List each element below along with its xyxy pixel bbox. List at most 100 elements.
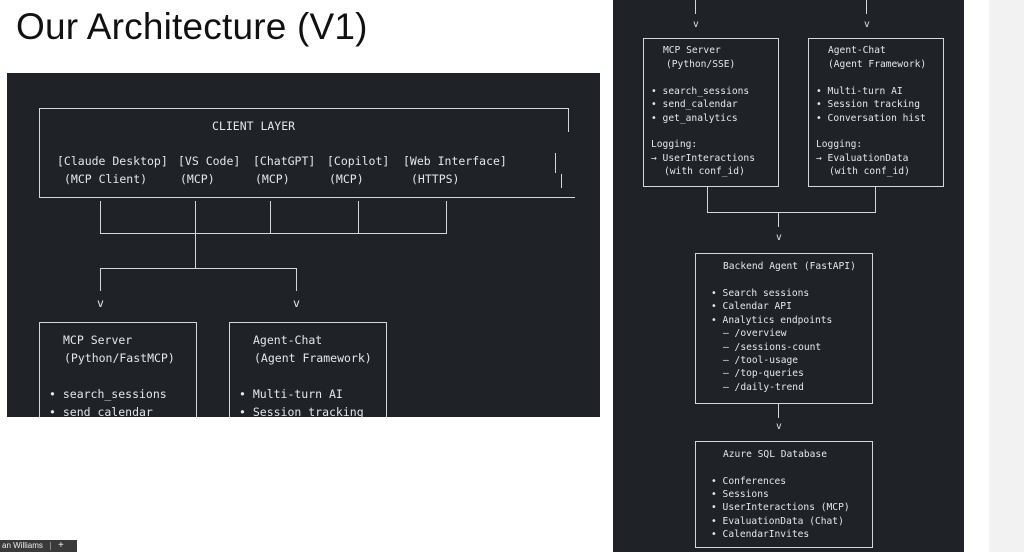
client-copilot: [Copilot] (327, 154, 390, 168)
client-layer-right-border-low (561, 174, 562, 188)
agent-chat-item: • Session tracking (239, 405, 364, 417)
participant-name: an Williams (2, 541, 43, 550)
backend-box-top (695, 253, 873, 254)
client-chatgpt: [ChatGPT] (253, 154, 316, 168)
agent-chat-title: Agent-Chat (253, 333, 323, 347)
client-layer-bottom-border (39, 197, 575, 198)
client-layer-right-border-mid (555, 153, 556, 173)
connector-line (100, 268, 297, 269)
agent-chat-box-bottom (808, 186, 944, 187)
page-gap (964, 0, 989, 552)
mcp-server-box-left (39, 322, 40, 417)
chip-divider (50, 542, 51, 550)
agent-chat-box-right (943, 38, 944, 187)
client-web-interface: [Web Interface] (403, 154, 507, 168)
client-chatgpt-protocol: (MCP) (255, 172, 290, 186)
backend-box-right (872, 253, 873, 404)
connector-line (446, 201, 447, 233)
client-vs-code: [VS Code] (178, 154, 241, 168)
mcp-server-title: MCP Server (63, 333, 133, 347)
backend-endpoint: – /top-queries (723, 368, 804, 379)
agent-chat-item: • Session tracking (816, 99, 920, 110)
mcp-server-item: • send_calendar (49, 405, 153, 417)
agent-chat-logging-label: Logging: (816, 139, 863, 150)
client-layer-right-border-top (568, 108, 569, 132)
connector-line (195, 234, 196, 268)
backend-endpoint: – /tool-usage (723, 355, 799, 366)
database-title: Azure SQL Database (723, 449, 827, 460)
agent-chat-logging-target: → EvaluationData (816, 153, 909, 164)
backend-endpoint: – /overview (723, 328, 787, 339)
agent-chat-box-left (808, 38, 809, 187)
mcp-server-item: • search_sessions (651, 86, 750, 97)
client-layer-top-border (39, 108, 569, 109)
client-claude-desktop-protocol: (MCP Client) (64, 172, 148, 186)
mcp-server-logging-label: Logging: (651, 139, 698, 150)
agent-chat-subtitle: (Agent Framework) (254, 351, 372, 365)
database-box-right (872, 441, 873, 548)
agent-chat-item: • Conversation hist (816, 113, 926, 124)
architecture-diagram-right: v v MCP Server (Python/SSE) • search_ses… (613, 0, 964, 552)
connector-line (695, 0, 696, 14)
agent-chat-box-left (229, 322, 230, 417)
mcp-server-item: • send_calendar (651, 99, 738, 110)
client-copilot-protocol: (MCP) (329, 172, 364, 186)
backend-endpoint: – /daily-trend (723, 382, 804, 393)
connector-line (296, 269, 297, 291)
database-item: • UserInteractions (MCP) (711, 502, 850, 513)
client-layer-title: CLIENT LAYER (212, 119, 296, 133)
connector-line (778, 213, 779, 227)
mcp-server-subtitle: (Python/SSE) (666, 59, 736, 70)
backend-title: Backend Agent (FastAPI) (723, 261, 856, 272)
backend-box-bottom (695, 403, 873, 404)
database-item: • EvaluationData (Chat) (711, 516, 844, 527)
database-item: • Conferences (711, 476, 787, 487)
connector-line (707, 212, 876, 213)
mcp-server-subtitle: (Python/FastMCP) (64, 351, 175, 365)
mcp-server-box-top (643, 38, 779, 39)
mcp-server-box-right (778, 38, 779, 187)
agent-chat-box-top (808, 38, 944, 39)
mcp-server-title: MCP Server (663, 45, 721, 56)
arrow-down-icon: v (864, 19, 870, 30)
arrow-down-icon: v (293, 296, 300, 310)
mcp-server-item: • get_analytics (651, 113, 738, 124)
mcp-server-logging-target: → UserInteractions (651, 153, 755, 164)
backend-box-left (695, 253, 696, 404)
client-vs-code-protocol: (MCP) (180, 172, 215, 186)
connector-line (875, 187, 876, 212)
backend-item: • Calendar API (711, 301, 792, 312)
client-layer-left-border (39, 108, 40, 198)
architecture-diagram-left: CLIENT LAYER [Claude Desktop] (MCP Clien… (7, 73, 600, 417)
scroll-gutter (989, 0, 1024, 552)
mcp-server-item: • search_sessions (49, 387, 167, 401)
arrow-down-icon: v (97, 296, 104, 310)
connector-line (100, 269, 101, 291)
agent-chat-item: • Multi-turn AI (239, 387, 343, 401)
backend-endpoint: – /sessions-count (723, 342, 822, 353)
mcp-server-box-left (643, 38, 644, 187)
database-box-left (695, 441, 696, 548)
arrow-down-icon: v (776, 232, 782, 243)
database-box-top (695, 441, 873, 442)
agent-chat-subtitle: (Agent Framework) (828, 59, 927, 70)
connector-line (270, 201, 271, 233)
backend-item: • Search sessions (711, 288, 810, 299)
client-claude-desktop: [Claude Desktop] (57, 154, 168, 168)
database-item: • CalendarInvites (711, 529, 810, 540)
backend-item: • Analytics endpoints (711, 315, 833, 326)
plus-icon[interactable]: + (58, 540, 64, 551)
participant-chip[interactable]: an Williams + (0, 540, 77, 552)
agent-chat-item: • Multi-turn AI (816, 86, 903, 97)
mcp-server-box-right (196, 322, 197, 417)
agent-chat-box-top (229, 322, 387, 323)
database-box-bottom (695, 547, 873, 548)
connector-line (866, 0, 867, 14)
agent-chat-title: Agent-Chat (828, 45, 886, 56)
connector-line (100, 201, 101, 233)
agent-chat-logging-note: (with conf_id) (829, 166, 910, 177)
connector-line (707, 187, 708, 212)
connector-line (358, 201, 359, 233)
arrow-down-icon: v (776, 421, 782, 432)
slide-title: Our Architecture (V1) (16, 6, 368, 47)
